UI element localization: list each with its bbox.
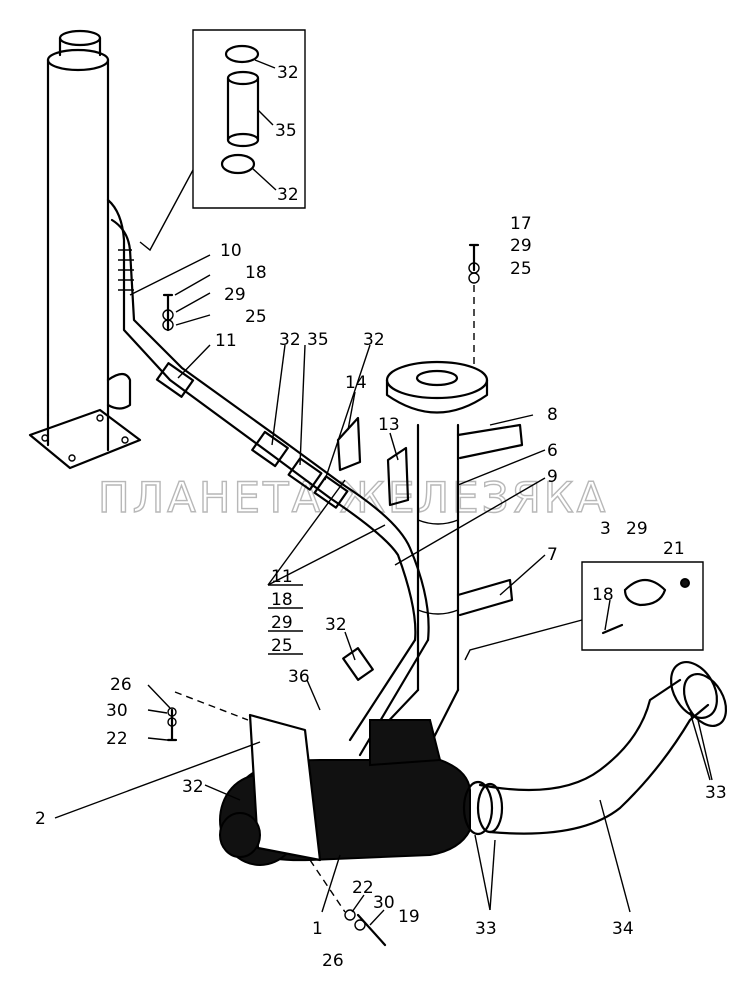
callout-19: 19 (398, 907, 420, 927)
callout-22: 22 (106, 729, 128, 749)
callout-32: 32 (277, 63, 299, 83)
callout-8: 8 (547, 405, 558, 425)
leader-lines (54, 59, 713, 926)
air-cleaner-housing (219, 713, 471, 866)
callout-30: 30 (373, 893, 395, 913)
callout-22: 22 (352, 878, 374, 898)
callout-25: 25 (245, 307, 267, 327)
clamp-detail-box (464, 561, 704, 661)
callout-34: 34 (612, 919, 634, 939)
callout-30: 30 (106, 701, 128, 721)
callout-33: 33 (705, 783, 727, 803)
callout-32: 32 (277, 185, 299, 205)
fasteners (162, 243, 480, 947)
callout-36: 36 (288, 667, 310, 687)
callout-25: 25 (271, 636, 293, 656)
callout-18: 18 (592, 585, 614, 605)
intake-stack-pipe (28, 29, 142, 470)
callout-17: 17 (510, 214, 532, 234)
callout-7: 7 (547, 545, 558, 565)
callout-2: 2 (35, 809, 46, 829)
callout-13: 13 (378, 415, 400, 435)
flexible-hose (462, 661, 728, 836)
callout-32: 32 (363, 330, 385, 350)
callout-29: 29 (510, 236, 532, 256)
callout-1: 1 (312, 919, 323, 939)
callout-18: 18 (271, 590, 293, 610)
callout-11: 11 (271, 567, 293, 587)
callout-35: 35 (307, 330, 329, 350)
callout-35: 35 (275, 121, 297, 141)
callout-21: 21 (663, 539, 685, 559)
callout-14: 14 (345, 373, 367, 393)
callout-18: 18 (245, 263, 267, 283)
callout-33: 33 (475, 919, 497, 939)
callout-29: 29 (271, 613, 293, 633)
air-cleaner-tower (378, 360, 524, 747)
callout-26: 26 (110, 675, 132, 695)
callout-3: 3 (600, 519, 611, 539)
callout-29: 29 (626, 519, 648, 539)
callout-29: 29 (224, 285, 246, 305)
brackets (336, 416, 410, 507)
callout-25: 25 (510, 259, 532, 279)
callout-32: 32 (325, 615, 347, 635)
callout-10: 10 (220, 241, 242, 261)
hose-detail-box (139, 29, 306, 252)
callout-32: 32 (182, 777, 204, 797)
callout-9: 9 (547, 467, 558, 487)
callout-26: 26 (322, 951, 344, 971)
callout-labels: 32 35 32 10 18 29 25 11 32 35 32 14 13 1… (35, 63, 727, 971)
callout-32: 32 (279, 330, 301, 350)
callout-11: 11 (215, 331, 237, 351)
callout-6: 6 (547, 441, 558, 461)
